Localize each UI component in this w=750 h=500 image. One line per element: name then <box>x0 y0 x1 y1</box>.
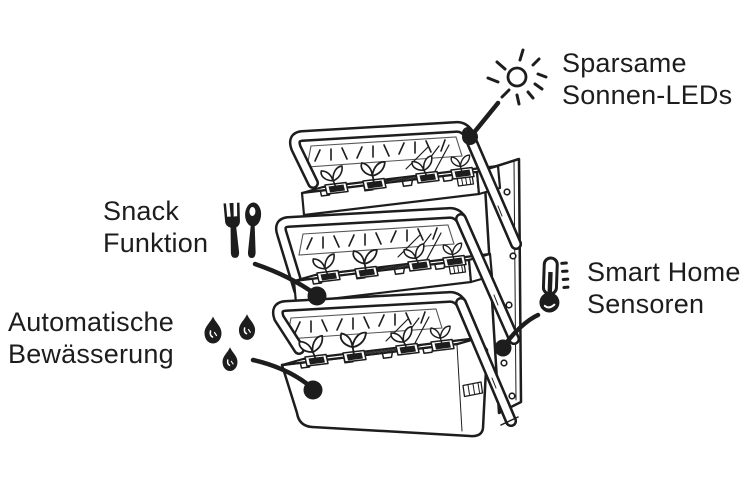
tier-2-support-arm <box>455 213 520 345</box>
feature-label-line2: Funktion <box>103 228 209 258</box>
screw-hole <box>505 301 513 309</box>
feature-label-snack-funktion: Snack Funktion <box>103 195 208 259</box>
feature-label-line2: Bewässerung <box>8 339 174 369</box>
connector-dot-snack <box>307 286 327 306</box>
feature-label-line1: Snack <box>103 196 180 226</box>
tier-3-reservoir <box>280 324 489 438</box>
tier-1-support-arm <box>462 127 522 250</box>
screw-hole <box>500 359 508 367</box>
screw-hole <box>503 188 511 196</box>
feature-label-sonnen-leds: Sparsame Sonnen-LEDs <box>562 47 732 111</box>
leader-line-sun <box>469 100 501 138</box>
water-drops-icon <box>203 313 256 372</box>
sun-icon <box>486 48 548 106</box>
screw-hole <box>508 392 516 400</box>
tier-3 <box>271 290 519 438</box>
spoon-icon <box>245 202 262 258</box>
tier-1-tray <box>302 154 500 215</box>
tier-1 <box>288 120 522 250</box>
feature-label-line2: Sensoren <box>587 289 705 319</box>
feature-label-line1: Smart Home <box>587 257 741 287</box>
screw-hole <box>509 252 517 260</box>
feature-label-line2: Sonnen-LEDs <box>562 80 733 110</box>
feature-label-smart-home-sensoren: Smart Home Sensoren <box>587 256 741 320</box>
fork-and-spoon-icon <box>223 202 262 258</box>
tier-3-support-arm <box>455 297 519 427</box>
connector-dot-watering <box>303 380 323 400</box>
feature-label-line1: Sparsame <box>562 48 687 78</box>
feature-label-line1: Automatische <box>8 307 174 337</box>
feature-label-automatische-bewaesserung: Automatische Bewässerung <box>8 306 174 370</box>
callout-connectors <box>250 100 541 400</box>
tier-2 <box>274 206 520 345</box>
fork-icon <box>223 202 240 258</box>
thermometer-icon <box>539 256 570 313</box>
connector-dot-sensors <box>494 339 512 357</box>
tier-3-brand-label <box>462 381 484 398</box>
connector-dot-sun <box>462 129 478 145</box>
